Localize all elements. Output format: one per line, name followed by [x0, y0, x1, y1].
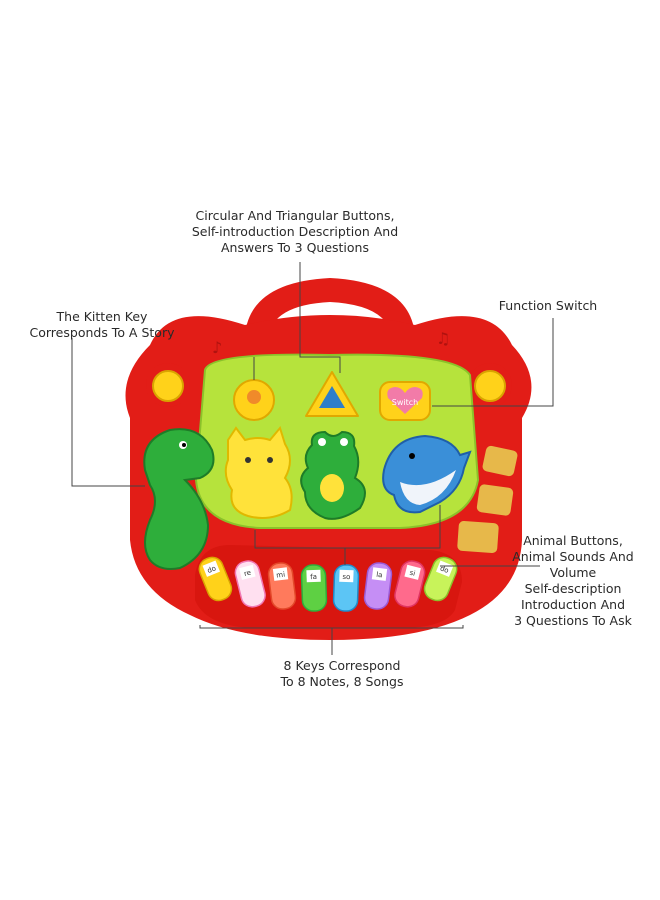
piano-key[interactable]: la	[363, 562, 393, 611]
function-switch-knob[interactable]	[474, 370, 506, 402]
piano-keys: do re mi fa so la si do	[196, 554, 460, 612]
dinosaur-pupil	[182, 443, 186, 447]
piano-key[interactable]: do	[196, 554, 235, 604]
callout-line: Self-introduction Description And	[191, 224, 399, 239]
callout-line: The Kitten Key	[56, 309, 148, 324]
kitten-eye-right	[267, 457, 273, 463]
balloon-icon	[247, 390, 261, 404]
key-note-label: so	[342, 573, 350, 581]
frog-eye-left	[318, 438, 326, 446]
left-yellow-button[interactable]	[152, 370, 184, 402]
callout-kitten: The Kitten Key Corresponds To A Story	[22, 309, 182, 341]
callout-line: Animal Sounds And	[512, 549, 634, 564]
frog-belly	[320, 474, 344, 502]
key-note-label: do	[439, 564, 450, 575]
key-note-label: mi	[276, 571, 286, 580]
piano-key[interactable]: fa	[300, 564, 328, 612]
dolphin-belly	[400, 470, 456, 505]
piano-key[interactable]: re	[233, 559, 267, 609]
callout-animal-buttons: Animal Buttons, Animal Sounds And Volume…	[508, 533, 638, 629]
leader-lines	[71, 262, 554, 655]
callout-line: Answers To 3 Questions	[220, 240, 369, 255]
callout-line: Circular And Triangular Buttons,	[195, 208, 395, 223]
frog-eye-right	[340, 438, 348, 446]
piano-key[interactable]: so	[332, 564, 360, 612]
key-note-label: re	[243, 569, 252, 578]
callout-line: Introduction And	[520, 597, 626, 612]
callout-function-switch: Function Switch	[488, 298, 608, 314]
callout-line: Animal Buttons,	[523, 533, 623, 548]
triangle-icon	[319, 386, 345, 408]
callout-line: Corresponds To A Story	[29, 325, 175, 340]
music-note-icon-left: ♪	[212, 338, 222, 357]
piano-key[interactable]: mi	[267, 562, 297, 611]
callout-line: Volume	[549, 565, 597, 580]
key-note-label: la	[376, 571, 383, 580]
callout-line: 3 Questions To Ask	[514, 613, 632, 628]
speaker-grille	[457, 445, 518, 554]
callout-line: Function Switch	[498, 298, 598, 313]
key-note-label: si	[409, 569, 416, 578]
heart-icon	[387, 387, 423, 414]
callout-keys: 8 Keys Correspond To 8 Notes, 8 Songs	[272, 658, 412, 690]
switch-label: Switch	[392, 398, 418, 407]
callout-line: 8 Keys Correspond	[283, 658, 401, 673]
key-note-label: fa	[310, 573, 317, 581]
dinosaur-figure[interactable]	[143, 428, 215, 570]
dolphin-eye	[409, 453, 415, 459]
piano-key[interactable]: si	[393, 559, 427, 609]
music-note-icon-right: ♫	[436, 329, 450, 348]
kitten-eye-left	[245, 457, 251, 463]
callout-buttons: Circular And Triangular Buttons, Self-in…	[190, 208, 400, 256]
toy-handle	[245, 278, 415, 338]
piano-key[interactable]: do	[421, 554, 460, 604]
kitten-key[interactable]	[224, 425, 293, 519]
key-note-label: do	[206, 564, 217, 575]
key-bed	[195, 545, 462, 628]
callout-line: To 8 Notes, 8 Songs	[280, 674, 404, 689]
callout-line: Self-description	[524, 581, 622, 596]
